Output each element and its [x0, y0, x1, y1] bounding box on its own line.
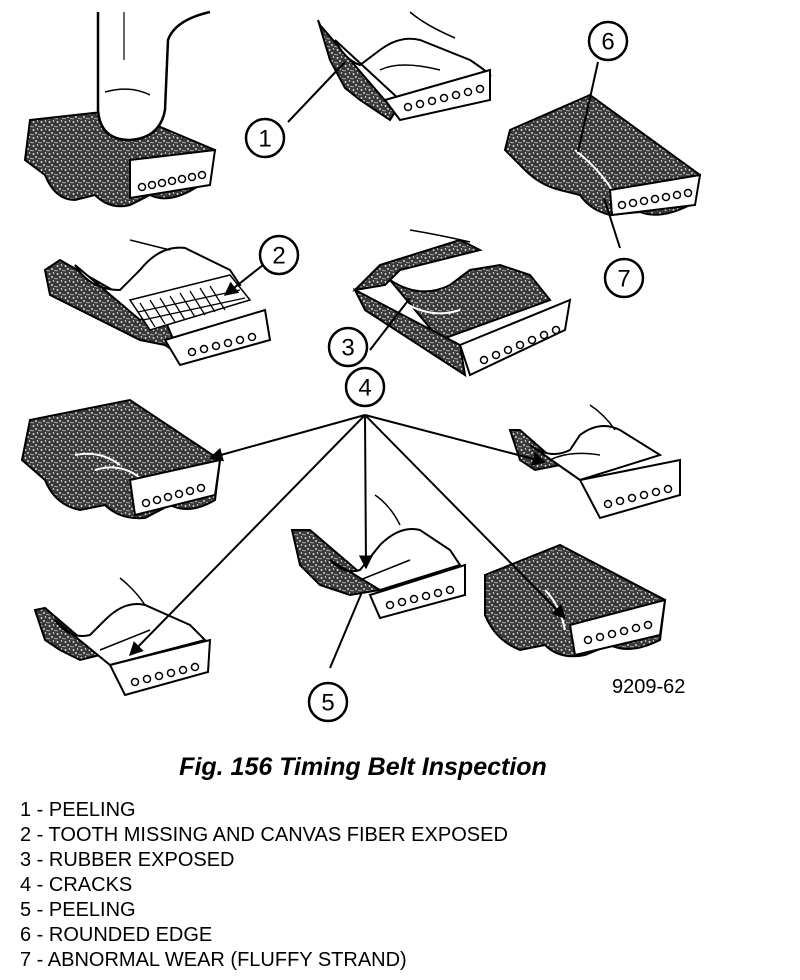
leader-line-4b: [129, 414, 366, 657]
callout-number-5: 5: [321, 690, 334, 717]
legend-item: 6 - ROUNDED EDGE: [20, 924, 213, 946]
belt-sample-peeling-1: [317, 11, 492, 122]
leader-line-2: [223, 264, 264, 296]
belt-sample-cracks-3: [484, 543, 667, 658]
legend-item: 5 - PEELING: [20, 899, 136, 921]
leader-line-1: [287, 61, 346, 123]
belt-sample-peeling-3: [33, 577, 212, 697]
callout-circle-1: [244, 117, 286, 159]
callout-circle-6: [587, 20, 629, 62]
belt-sample-tooth-missing: [43, 239, 272, 367]
legend-item: 2 - TOOTH MISSING AND CANVAS FIBER EXPOS…: [20, 824, 508, 846]
callout-number-6: 6: [601, 29, 614, 56]
legend-item: 1 - PEELING: [20, 799, 136, 821]
legend-list: 1 - PEELING 2 - TOOTH MISSING AND CANVAS…: [20, 798, 508, 973]
figure-code: 9209-62: [612, 676, 685, 698]
belt-sample-cracks-1: [20, 398, 222, 520]
callout-number-3: 3: [341, 335, 354, 362]
callout-number-7: 7: [617, 266, 630, 293]
belt-sample-peeling-2: [290, 494, 466, 620]
legend-item: 3 - RUBBER EXPOSED: [20, 849, 235, 871]
belt-sample-finger-press: [23, 108, 217, 208]
belt-inspection-illustration: 1 2 3 4 5 6 7 9209-62: [20, 10, 702, 723]
leader-line-7: [603, 197, 621, 249]
callout-circles: [244, 20, 645, 723]
leader-line-4e: [364, 414, 566, 619]
leader-line-4a: [208, 414, 366, 462]
callout-circle-5: [307, 681, 349, 723]
callout-number-4: 4: [358, 375, 371, 402]
leader-lines: [129, 61, 621, 669]
figure-caption: Fig. 156 Timing Belt Inspection: [179, 753, 547, 781]
callout-circle-3: [327, 326, 369, 368]
callout-circle-2: [258, 234, 300, 276]
leader-line-6: [577, 61, 599, 153]
leader-line-4c: [358, 414, 373, 570]
callout-number-2: 2: [272, 243, 285, 270]
leader-line-4d: [364, 414, 547, 466]
belt-sample-rubber-exposed: [352, 229, 572, 378]
finger-illustration: [96, 10, 211, 142]
callout-number-1: 1: [258, 126, 271, 153]
legend-item: 4 - CRACKS: [20, 874, 133, 896]
legend-item: 7 - ABNORMAL WEAR (FLUFFY STRAND): [20, 949, 407, 971]
leader-line-3: [369, 297, 411, 351]
leader-line-5: [329, 591, 363, 669]
belt-sample-worn-edge: [503, 93, 702, 217]
callout-circle-7: [603, 257, 645, 299]
belt-sample-cracks-2: [508, 404, 681, 520]
callout-circle-4: [344, 366, 386, 408]
